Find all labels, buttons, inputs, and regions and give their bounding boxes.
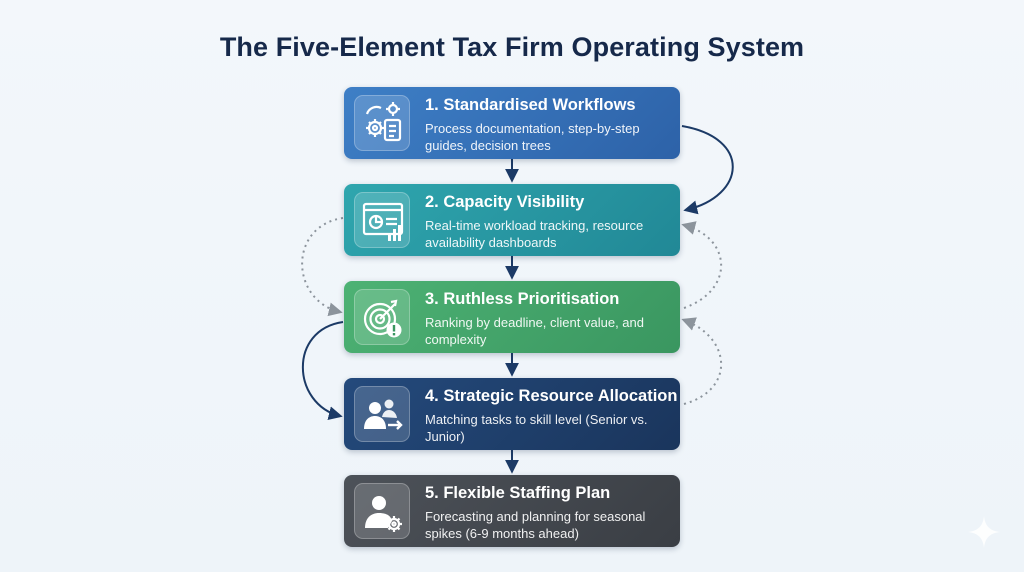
people-arrow-icon — [354, 386, 410, 442]
target-alert-icon — [354, 289, 410, 345]
element-card-2: 2. Capacity Visibility Real-time workloa… — [344, 184, 680, 256]
element-card-3: 3. Ruthless Prioritisation Ranking by de… — [344, 281, 680, 353]
dashboard-icon — [354, 192, 410, 248]
person-gear-icon — [354, 483, 410, 539]
element-title: 5. Flexible Staffing Plan — [425, 484, 611, 502]
loop-arrow-2-to-3 — [301, 217, 344, 317]
loop-arrow-4-to-3 — [681, 317, 722, 405]
element-card-4: 4. Strategic Resource Allocation Matchin… — [344, 378, 680, 450]
element-title: 4. Strategic Resource Allocation — [425, 387, 678, 405]
loop-arrow-3-to-2 — [681, 221, 722, 309]
element-description: Matching tasks to skill level (Senior vs… — [425, 412, 648, 444]
element-description: Real-time workload tracking, resource av… — [425, 218, 644, 250]
sparkle-icon — [968, 516, 1000, 548]
element-title: 2. Capacity Visibility — [425, 193, 585, 211]
page-title: The Five-Element Tax Firm Operating Syst… — [219, 32, 805, 62]
element-card-5: 5. Flexible Staffing Plan Forecasting an… — [344, 475, 680, 547]
loop-arrow-1-to-2 — [681, 125, 734, 215]
gears-clipboard-icon — [354, 95, 410, 151]
element-card-1: 1. Standardised Workflows Process docume… — [344, 87, 680, 159]
element-description: Forecasting and planning for seasonal sp… — [425, 509, 646, 541]
element-title: 1. Standardised Workflows — [425, 96, 636, 114]
element-title: 3. Ruthless Prioritisation — [425, 290, 620, 308]
loop-arrow-3-to-4 — [301, 321, 344, 421]
element-description: Process documentation, step-by-step guid… — [425, 121, 640, 153]
element-description: Ranking by deadline, client value, and c… — [425, 315, 644, 347]
